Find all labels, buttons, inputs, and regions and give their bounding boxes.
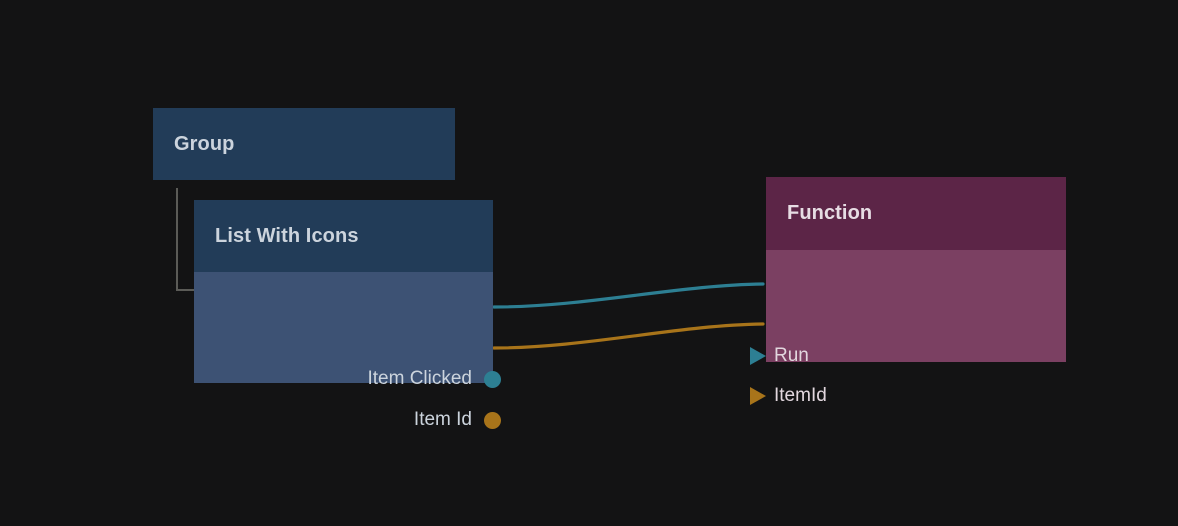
connection-item-id-to-itemid[interactable] (492, 322, 765, 350)
connection-item-clicked-to-run[interactable] (492, 282, 765, 309)
group-tree-line (176, 188, 194, 291)
output-port-item-id-label: Item Id (413, 409, 472, 430)
input-port-run[interactable]: Run (750, 345, 809, 367)
output-port-item-id-dot-icon[interactable] (484, 411, 501, 429)
output-port-item-clicked-dot-icon[interactable] (484, 370, 501, 388)
node-group-title: Group (174, 132, 235, 155)
node-function-body: Run ItemId (750, 250, 1066, 406)
input-port-run-arrow-icon[interactable] (750, 347, 766, 365)
node-group-header[interactable]: Group (153, 108, 455, 180)
input-port-itemid[interactable]: ItemId (750, 385, 827, 407)
node-function[interactable]: Function Run ItemId (750, 177, 1066, 406)
node-function-title: Function (787, 202, 873, 224)
node-function-header[interactable]: Function (766, 177, 1066, 250)
node-list-with-icons-body: Item Clicked Item Id (194, 272, 501, 430)
node-list-with-icons-header[interactable]: List With Icons (194, 200, 493, 272)
node-list-with-icons[interactable]: List With Icons Item Clicked Item Id (194, 200, 501, 430)
node-group[interactable]: Group (153, 108, 455, 180)
node-list-with-icons-title: List With Icons (215, 224, 359, 247)
output-port-item-id[interactable]: Item Id (413, 409, 501, 431)
output-port-item-clicked-label: Item Clicked (367, 368, 472, 389)
input-port-run-label: Run (774, 345, 809, 366)
output-port-item-clicked[interactable]: Item Clicked (367, 368, 501, 390)
input-port-itemid-arrow-icon[interactable] (750, 387, 766, 405)
input-port-itemid-label: ItemId (774, 385, 827, 406)
